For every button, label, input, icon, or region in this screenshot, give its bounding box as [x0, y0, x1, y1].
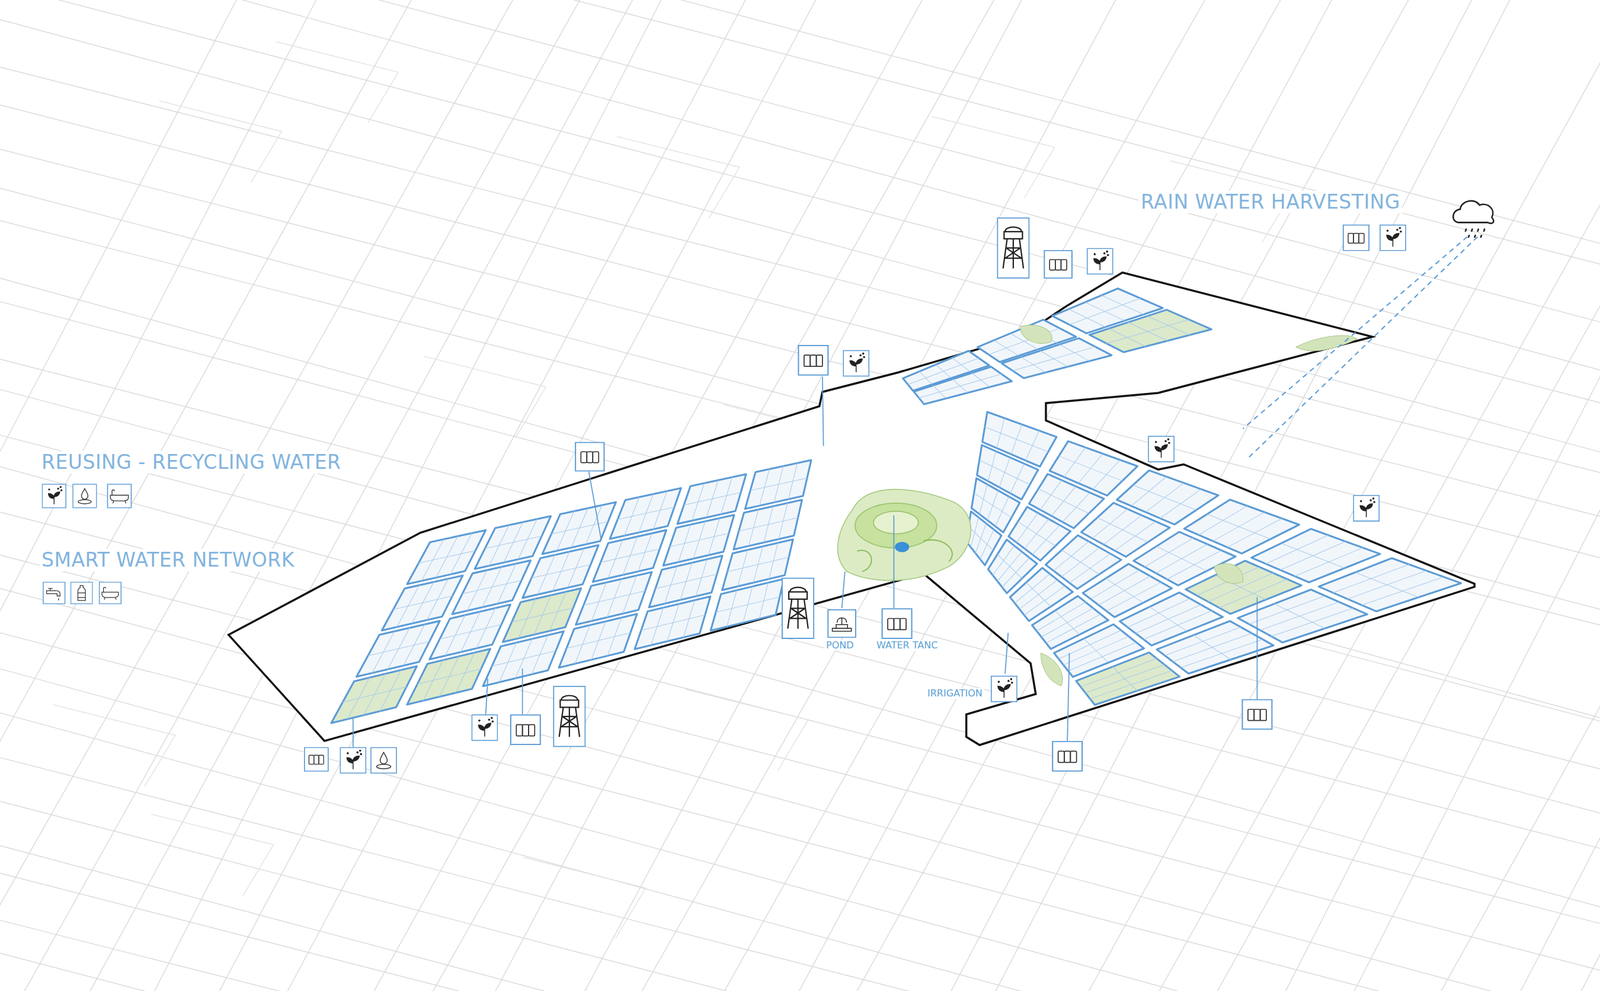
cloud-icon — [1453, 200, 1494, 238]
map-label: POND — [824, 640, 856, 651]
map-label: IRRIGATION — [925, 688, 985, 699]
section-heading: SMART WATER NETWORK — [39, 548, 297, 572]
section-heading: REUSING - RECYCLING WATER — [39, 450, 344, 474]
leader-lines — [353, 376, 1258, 747]
central-park — [837, 489, 972, 581]
icon-boxes — [42, 218, 1406, 774]
green-patches — [1020, 325, 1358, 686]
urban-blocks — [331, 288, 1462, 723]
section-heading: RAIN WATER HARVESTING — [1138, 190, 1403, 214]
map-label: WATER TANC — [874, 640, 940, 651]
rain-lines — [1242, 236, 1478, 459]
